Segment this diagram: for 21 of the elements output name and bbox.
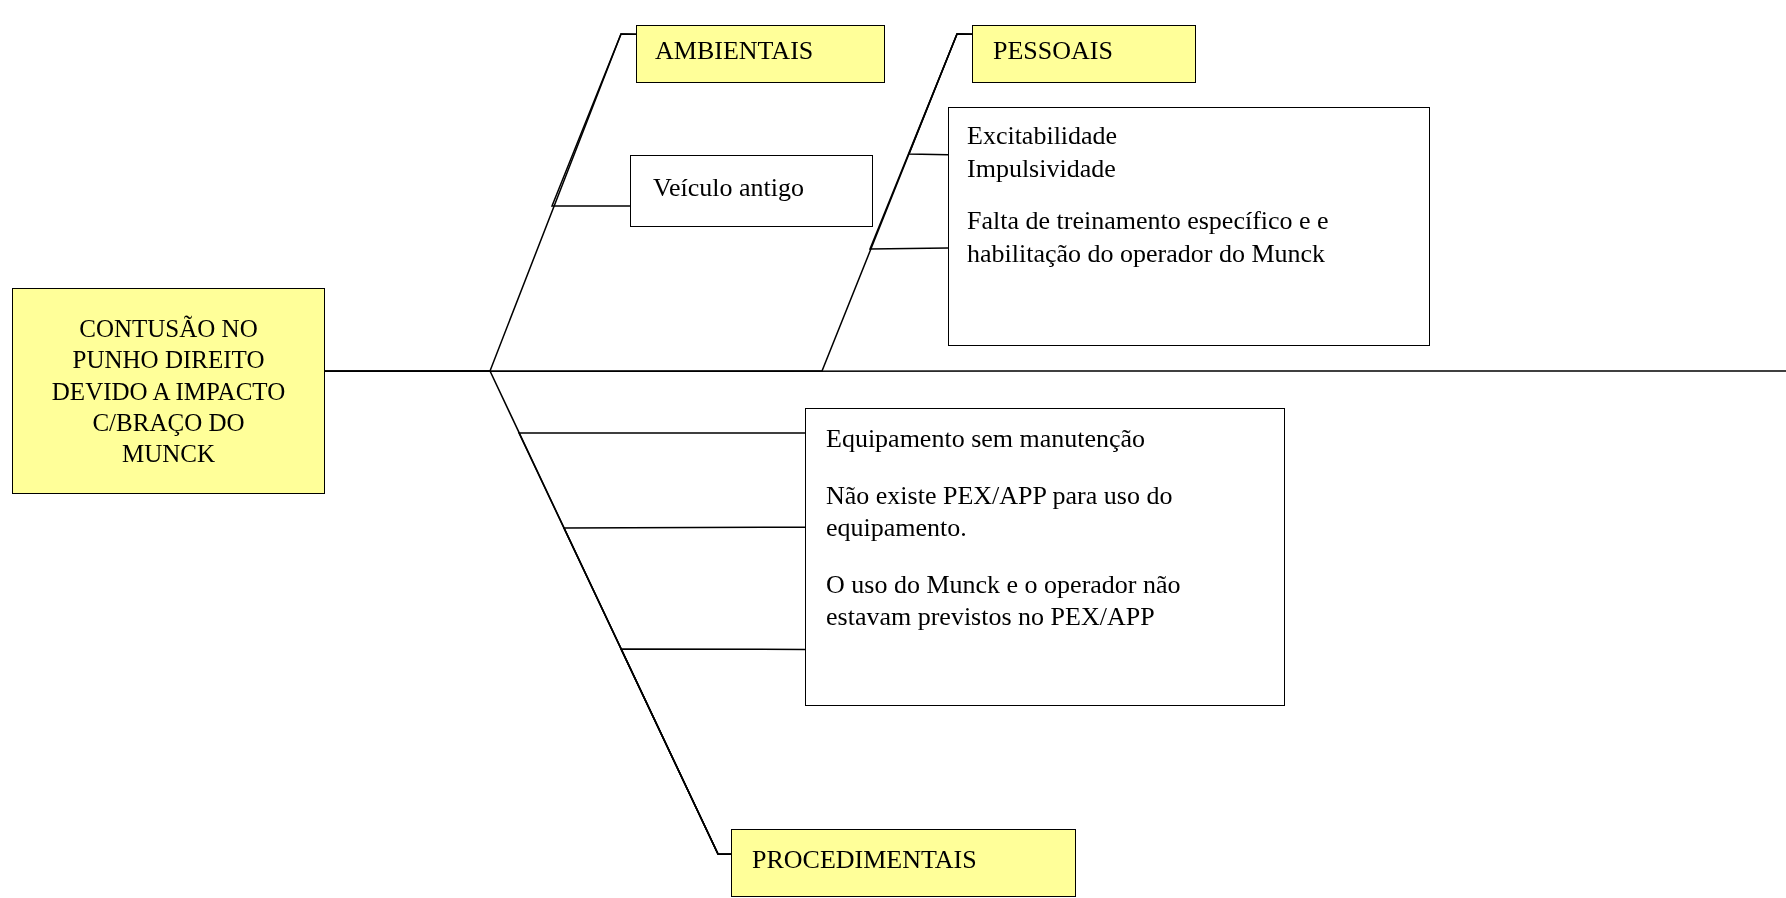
cause-text: Não existe PEX/APP para uso do equipamento. — [826, 479, 1174, 544]
category-label: PROCEDIMENTAIS — [752, 844, 978, 876]
effect-box — [12, 288, 325, 495]
cause-text: Equipamento sem manutenção — [826, 423, 1147, 455]
cause-text: Excitabilidade — [967, 120, 1119, 152]
cause-box — [805, 408, 1285, 706]
category-box — [972, 25, 1196, 83]
cause-text: Veículo antigo — [653, 172, 805, 204]
bone-line — [619, 648, 806, 855]
cause-text: Falta de treinamento específico e e habilitação do operador do Munck — [967, 205, 1330, 270]
cause-box — [948, 107, 1430, 346]
cause-text: O uso do Munck e o operador não estavam previstos no PEX/APP — [826, 568, 1182, 633]
category-box — [731, 829, 1076, 897]
category-label: AMBIENTAIS — [655, 35, 815, 67]
cause-box — [630, 155, 873, 227]
bone-line — [550, 33, 637, 207]
category-box — [636, 25, 885, 83]
cause-text: Impulsividade — [967, 152, 1117, 185]
bone-line — [868, 33, 973, 250]
effect-text: CONTUSÃO NO PUNHO DIREITO DEVIDO A IMPACTO C/BRAÇO DO MUNCK — [50, 314, 287, 469]
category-label: PESSOAIS — [993, 35, 1114, 67]
